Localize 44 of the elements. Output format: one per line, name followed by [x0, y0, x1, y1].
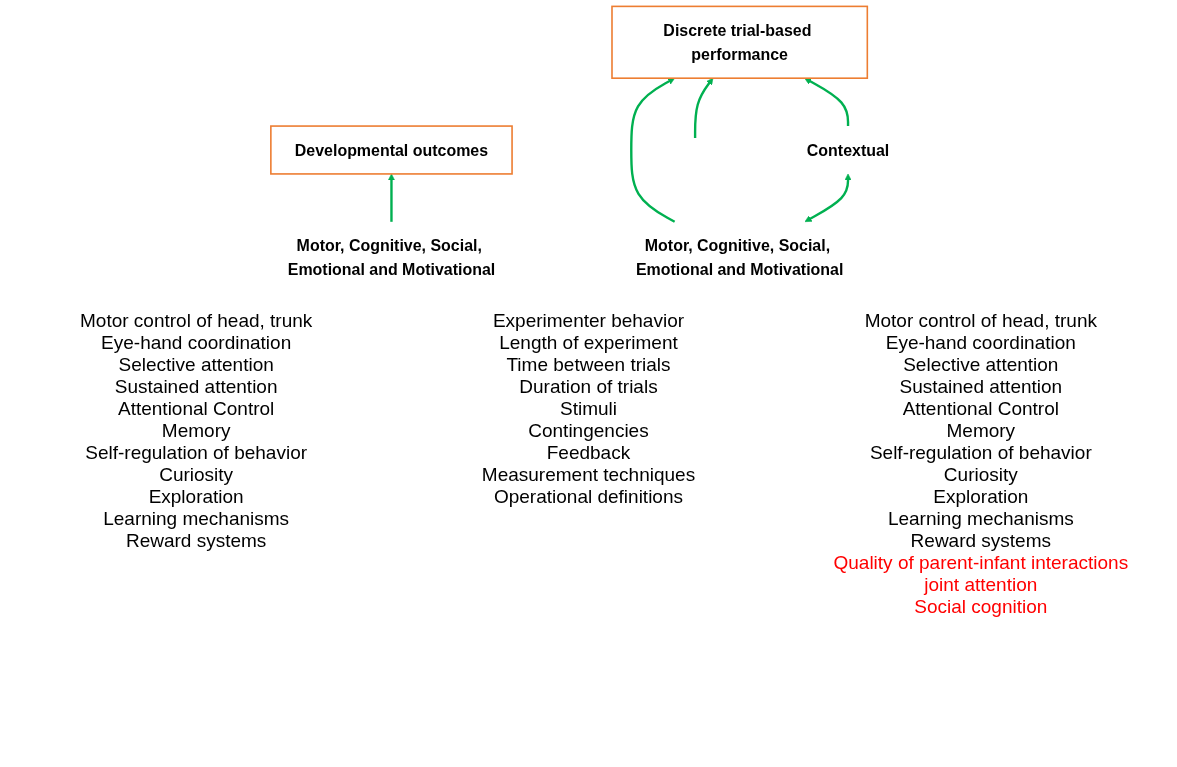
- node-text: Motor, Cognitive, Social, Emotional and Motivational: [287, 236, 496, 279]
- list-item: Curiosity: [943, 464, 1018, 486]
- list-item: Experimenter behavior: [492, 310, 685, 332]
- list-item: Reward systems: [125, 530, 267, 552]
- list-item: Learning mechanisms: [103, 508, 290, 530]
- list-item: Sustained attention: [899, 376, 1063, 398]
- node-text: Motor, Cognitive, Social, Emotional and Motivational: [635, 236, 844, 279]
- list-item: Exploration: [933, 486, 1029, 508]
- node-text: Contextual: [806, 141, 890, 159]
- list-item: Duration of trials: [519, 376, 658, 398]
- list-item: Memory: [946, 420, 1016, 442]
- list-item: Attentional Control: [118, 398, 275, 420]
- list-item: Motor control of head, trunk: [864, 310, 1097, 332]
- list-item: Sustained attention: [114, 376, 278, 398]
- list-item: Length of experiment: [499, 332, 678, 354]
- list-item: Exploration: [148, 486, 244, 508]
- node-box: Discrete trial-based performance: [611, 5, 869, 79]
- list-item: Selective attention: [118, 354, 274, 376]
- list-item: Eye-hand coordination: [885, 332, 1076, 354]
- list-item: Operational definitions: [493, 486, 683, 508]
- list-item: Quality of parent-infant interactions: [833, 552, 1129, 574]
- list-item: Stimuli: [559, 398, 617, 420]
- list-item: Self-regulation of behavior: [869, 442, 1092, 464]
- list-item: Memory: [161, 420, 231, 442]
- list-item: Learning mechanisms: [887, 508, 1074, 530]
- list-item: Eye-hand coordination: [101, 332, 292, 354]
- list-item: Feedback: [546, 442, 631, 464]
- list-item: Motor control of head, trunk: [80, 310, 313, 332]
- arrow: [387, 173, 395, 222]
- list-item: Self-regulation of behavior: [85, 442, 308, 464]
- arrow: [693, 77, 714, 139]
- list-item: Time between trials: [506, 354, 671, 376]
- arrow: [630, 77, 676, 223]
- list-item: Curiosity: [159, 464, 234, 486]
- arrow: [804, 77, 850, 127]
- node-box: Developmental outcomes: [270, 125, 513, 175]
- arrow: [804, 173, 852, 222]
- list-item: Selective attention: [903, 354, 1059, 376]
- list-item: Contingencies: [528, 420, 649, 442]
- list-item: joint attention: [924, 574, 1038, 596]
- list-item: Reward systems: [910, 530, 1051, 552]
- list-item: Social cognition: [914, 596, 1048, 618]
- list-item: Attentional Control: [902, 398, 1059, 420]
- list-item: Measurement techniques: [481, 464, 696, 486]
